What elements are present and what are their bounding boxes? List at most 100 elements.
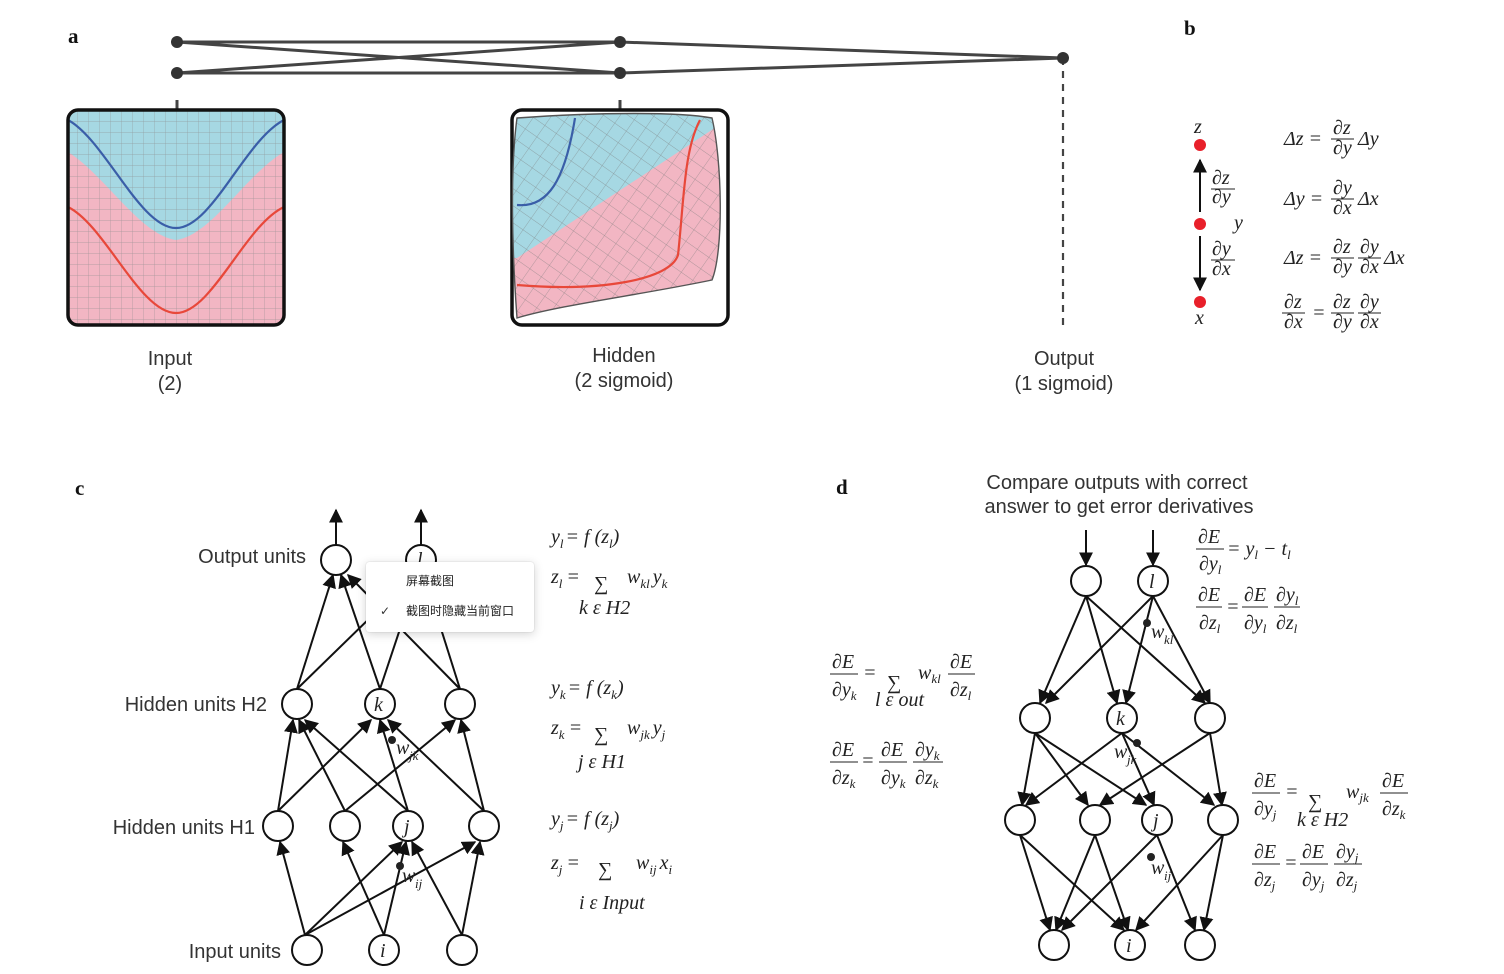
var-y: y (1232, 212, 1243, 234)
b-eq4-den0: ∂x (1284, 311, 1303, 333)
c-h2-node-3 (444, 688, 476, 720)
c-h1-node-1 (262, 810, 294, 842)
menu-item-screenshot[interactable]: 屏幕截图 (366, 568, 534, 594)
panel-b: b z ∂z ∂y y ∂y ∂x x Δz = ∂z ∂y Δy Δy = ∂… (1184, 16, 1405, 333)
d-output-node-1 (1070, 565, 1102, 597)
panel-d: d Compare outputs with correct answer to… (830, 472, 1408, 961)
svg-text:∂yl: ∂yl (1199, 553, 1222, 577)
c-h2-node-k (364, 688, 396, 720)
b-eq4-num2: ∂y (1360, 291, 1379, 313)
svg-text:∂zk: ∂zk (915, 767, 939, 791)
d-eq3: ∂E ∂yk = ∑ wkl l ε out ∂E ∂zl (830, 651, 975, 711)
b-eq4-num1: ∂z (1333, 291, 1351, 313)
svg-text:∂E: ∂E (1244, 584, 1266, 606)
c-wjk: w (396, 737, 410, 759)
d-h2-node-1 (1019, 702, 1051, 734)
b-eq2-lhs: Δy = (1283, 188, 1323, 210)
panel-a-network (175, 40, 1065, 330)
svg-text:zk=: zk= (550, 717, 582, 742)
d-node-j-label: j (1150, 810, 1159, 832)
svg-text:zj=: zj= (550, 852, 580, 877)
c-sum-1: ∑ (594, 573, 608, 595)
output-node (1057, 52, 1069, 64)
c-wij: w (402, 865, 416, 887)
dydx-den: ∂x (1212, 258, 1231, 280)
svg-text:∂yj: ∂yj (1302, 869, 1325, 893)
c-h1-node-j (392, 810, 424, 842)
svg-text:∂E: ∂E (832, 739, 854, 761)
svg-text:=: = (1226, 596, 1240, 618)
svg-text:yk= f (zk): yk= f (zk) (549, 677, 624, 702)
d-h1-node-j (1141, 804, 1173, 836)
d-wij: w (1151, 857, 1165, 879)
c-hidden-h2-label: Hidden units H2 (125, 694, 267, 716)
d-node-i-label: i (1126, 935, 1132, 957)
svg-text:∂E: ∂E (1254, 770, 1276, 792)
d-eq4: ∂E ∂zk = ∂E ∂yk ∂yk ∂zk (830, 739, 943, 791)
svg-text:∂yl: ∂yl (1276, 584, 1299, 608)
menu-item-hide-window-label: 截图时隐藏当前窗口 (406, 604, 515, 618)
c-node-j-label: j (401, 816, 410, 838)
svg-text:∂zj: ∂zj (1336, 869, 1358, 893)
d-output-node-l (1137, 565, 1169, 597)
d-eq2: ∂E ∂zl = ∂E ∂yl ∂yl ∂zl (1196, 584, 1300, 636)
b-eq4-eq: = (1312, 302, 1326, 324)
menu-item-screenshot-label: 屏幕截图 (406, 574, 455, 588)
svg-text:=: = (863, 662, 877, 684)
c-node-i-label: i (380, 940, 386, 962)
panel-d-edges (1017, 530, 1227, 932)
svg-text:∂yk: ∂yk (915, 739, 940, 763)
hidden-label: Hidden (592, 345, 655, 367)
c-h1-node-2 (329, 810, 361, 842)
svg-text:∂E: ∂E (950, 651, 972, 673)
menu-item-hide-window[interactable]: ✓ 截图时隐藏当前窗口 (366, 598, 534, 624)
c-range-3: i ε Input (579, 892, 645, 914)
c-hidden-h1-label: Hidden units H1 (113, 817, 255, 839)
c-wjk-sub: jk (407, 748, 419, 763)
hidden-space-plot (512, 113, 721, 318)
svg-text:=: = (1285, 781, 1299, 803)
d-h2-node-3 (1194, 702, 1226, 734)
c-range-1: k ε H2 (579, 597, 630, 619)
svg-text:yj= f (zj): yj= f (zj) (549, 808, 620, 833)
panel-c-edges (276, 508, 485, 936)
dot-y (1194, 218, 1206, 230)
input-count: (2) (158, 373, 182, 395)
d-input-node-1 (1038, 929, 1070, 961)
svg-text:zl=: zl= (550, 566, 580, 591)
svg-text:k ε H2: k ε H2 (1297, 809, 1348, 831)
c-input-node-i (368, 934, 400, 966)
input-space-plot (68, 110, 284, 325)
b-eq1-lhs: Δz = (1283, 128, 1322, 150)
d-caption-line2: answer to get error derivatives (984, 496, 1253, 518)
svg-text:∂yk: ∂yk (881, 767, 906, 791)
svg-text:∂zj: ∂zj (1254, 869, 1276, 893)
b-eq2-tail: Δx (1357, 188, 1379, 210)
svg-text:∂zl: ∂zl (1276, 612, 1298, 636)
c-input-units-label: Input units (189, 941, 281, 963)
svg-text:wkl: wkl (918, 662, 941, 686)
dydx-num: ∂y (1212, 238, 1231, 260)
input-plot-frame (66, 108, 286, 327)
svg-text:∂zk: ∂zk (832, 767, 856, 791)
b-eq2-den: ∂x (1333, 197, 1352, 219)
c-output-units-label: Output units (198, 546, 306, 568)
b-eq4-den2: ∂x (1360, 311, 1379, 333)
hidden-count: (2 sigmoid) (575, 370, 674, 392)
svg-text:wjk: wjk (1346, 781, 1369, 805)
d-caption-line1: Compare outputs with correct (986, 472, 1248, 494)
svg-text:∂zl: ∂zl (950, 679, 972, 703)
b-eq3-num2: ∂y (1360, 236, 1379, 258)
c-h1-node-4 (468, 810, 500, 842)
d-eq5: ∂E ∂yj = ∑ wjk k ε H2 ∂E ∂zk (1252, 770, 1408, 831)
svg-text:∂yk: ∂yk (832, 679, 857, 703)
svg-text:=: = (861, 750, 875, 772)
c-input-node-1 (291, 934, 323, 966)
svg-text:l ε out: l ε out (875, 689, 924, 711)
d-h1-node-4 (1207, 804, 1239, 836)
d-wjk: w (1114, 741, 1128, 763)
